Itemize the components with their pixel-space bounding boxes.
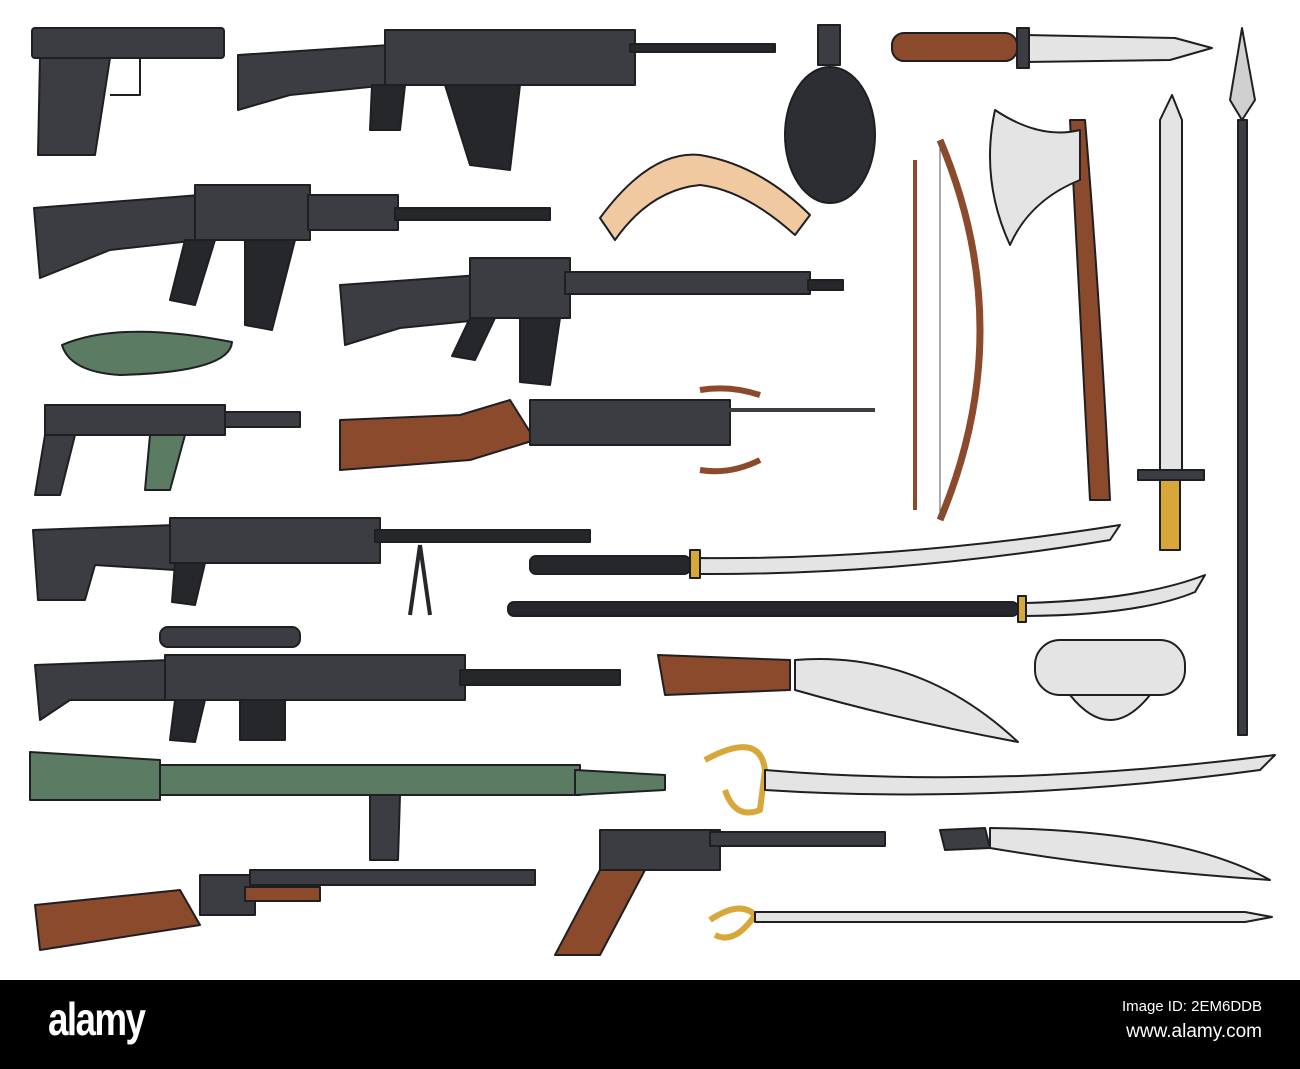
weapons-illustration <box>29 24 1276 956</box>
rapier-sword-icon <box>708 905 1273 941</box>
crossbow-icon <box>339 385 875 475</box>
brass-knuckles-icon <box>1034 639 1186 721</box>
alamy-logo: alamy <box>48 993 146 1045</box>
cavalry-saber-icon <box>703 744 1276 816</box>
revolver-icon <box>554 829 886 956</box>
shotgun-icon <box>34 869 536 951</box>
paintball-gun-icon <box>34 330 301 496</box>
m16-rifle-icon <box>339 257 844 386</box>
sniper-rifle-icon <box>34 626 621 743</box>
assault-rifle-ak-icon <box>237 29 776 171</box>
machete-icon <box>939 827 1271 881</box>
spear-icon <box>1229 27 1256 736</box>
m4-rifle-icon <box>33 184 551 331</box>
boomerang-icon <box>599 153 811 241</box>
rocket-launcher-icon <box>29 751 666 861</box>
pistol-icon <box>31 27 225 156</box>
watermark-url: www.alamy.com <box>1126 1021 1262 1042</box>
sheathed-sword-icon <box>507 574 1206 623</box>
image-id: Image ID: 2EM6DDB <box>1121 998 1262 1015</box>
battle-rifle-bipod-icon <box>32 517 591 616</box>
longsword-icon <box>1137 94 1205 551</box>
watermark-bar: alamy Image ID: 2EM6DDB www.alamy.com <box>0 980 1300 1069</box>
kukri-knife-icon <box>657 654 1019 743</box>
axe-icon <box>989 109 1111 501</box>
combat-knife-icon <box>891 27 1213 69</box>
bow-and-arrow-icon <box>913 138 984 522</box>
watermark-meta: Image ID: 2EM6DDB www.alamy.com <box>1122 998 1262 1043</box>
katana-icon <box>529 524 1121 579</box>
grenade-icon <box>784 24 876 204</box>
